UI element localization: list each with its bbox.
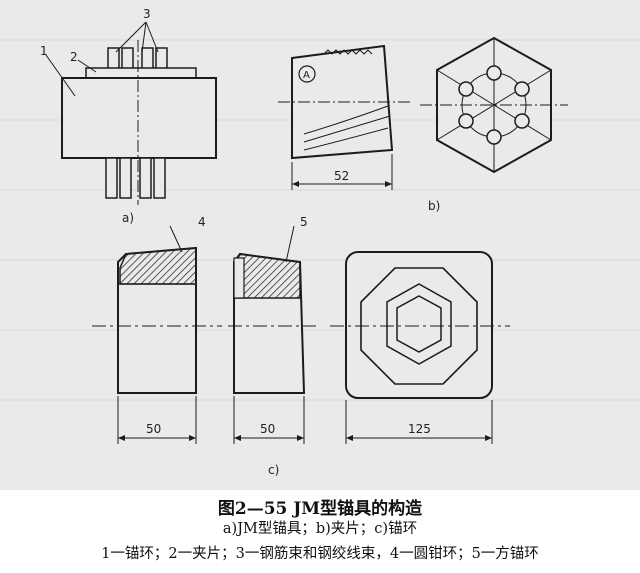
hexagon-end-view [420,36,568,174]
dimension-50-wedge: 50 [260,422,275,436]
wedge-clip-drawing [278,44,410,190]
part-number-4: 4 [198,215,206,229]
part-number-2: 2 [70,50,78,64]
part-number-3: 3 [143,7,151,21]
sub-label-b: b) [428,199,440,213]
figure-subtitle: a)JM型锚具；b)夹片；c)锚环 [222,521,418,537]
dimension-52: 52 [334,169,349,183]
round-anchor-ring-drawing [92,225,222,444]
technical-drawing: 1 2 3 a) A 52 b) [0,0,640,490]
sub-label-a: a) [122,211,134,225]
dimension-50-round: 50 [146,422,161,436]
part-number-5: 5 [300,215,308,229]
square-anchor-ring-section [228,225,316,444]
dimension-125: 125 [408,422,431,436]
part-number-1: 1 [40,44,48,58]
marker-letter: A [303,70,310,81]
sub-label-c: c) [268,463,279,477]
jm-anchor-drawing [45,21,217,205]
square-ring-plan-view [330,251,510,444]
figure-legend: 1一锚环；2一夹片；3一钢筋束和钢绞线束，4一圆钳环；5一方锚环 [101,546,539,562]
figure-title: 图2—55 JM型锚具的构造 [217,499,423,519]
